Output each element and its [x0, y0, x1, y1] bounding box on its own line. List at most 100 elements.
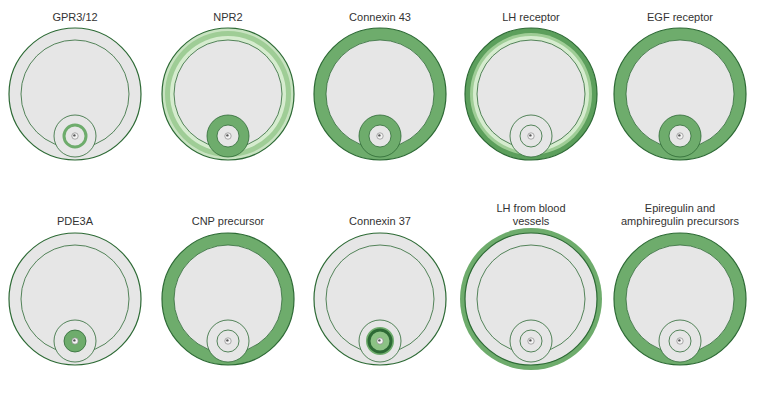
follicle: CNP precursor [148, 190, 308, 390]
follicle-drawing [451, 14, 611, 174]
antrum [477, 40, 585, 148]
oocyte [217, 330, 239, 352]
oocyte [520, 330, 542, 352]
mural-granulosa [314, 28, 446, 160]
nucleolus [73, 339, 75, 341]
follicle-drawing [0, 219, 155, 379]
follicle-title: NPR2 [213, 11, 242, 24]
cumulus-cells [510, 115, 552, 157]
oocyte-nucleus [677, 338, 683, 344]
follicle-title: LH from blood vessels [486, 202, 576, 228]
nucleolus [378, 339, 380, 341]
mural-granulosa [314, 233, 446, 365]
follicle: PDE3A [0, 190, 155, 390]
follicle-drawing [0, 14, 155, 174]
mural-granulosa [170, 36, 286, 152]
cumulus-cells [359, 115, 401, 157]
follicle-drawing [300, 14, 460, 174]
nucleolus [226, 134, 228, 136]
cumulus-cells [54, 320, 96, 362]
title-box: EGF receptor [600, 2, 757, 24]
follicle-drawing [300, 219, 460, 379]
nucleolus [226, 339, 228, 341]
oocyte [64, 330, 86, 352]
nucleolus [529, 339, 531, 341]
follicle-title: PDE3A [57, 215, 93, 228]
oocyte [669, 330, 691, 352]
mural-granulosa [9, 233, 141, 365]
oocyte [369, 330, 391, 352]
title-box: Connexin 37 [300, 194, 460, 228]
nucleolus [678, 134, 680, 136]
title-box: NPR2 [148, 2, 308, 24]
title-box: PDE3A [0, 194, 155, 228]
cumulus-cells [207, 115, 249, 157]
follicle: Epiregulin and amphiregulin precursors [600, 190, 757, 390]
title-box: CNP precursor [148, 194, 308, 228]
mural-granulosa [473, 36, 589, 152]
oocyte-nucleus [72, 133, 78, 139]
mural-granulosa [9, 28, 141, 160]
follicle-drawing [148, 219, 308, 379]
follicle-title: CNP precursor [192, 215, 265, 228]
oocyte-nucleus [225, 338, 231, 344]
nucleolus [73, 134, 75, 136]
follicle-drawing [600, 14, 757, 174]
gap-junction-ring [368, 329, 393, 354]
follicle-drawing [600, 219, 757, 379]
follicle-title: GPR3/12 [52, 11, 97, 24]
oocyte-nucleus [225, 133, 231, 139]
oocyte [64, 125, 86, 147]
follicle: Connexin 37 [300, 190, 460, 390]
cumulus-cells [659, 320, 701, 362]
follicle-title: EGF receptor [647, 11, 713, 24]
antrum [326, 40, 434, 148]
mural-granulosa [465, 233, 597, 365]
title-box: LH from blood vessels [451, 194, 611, 228]
oocyte [217, 125, 239, 147]
blood-vessel-layer [460, 228, 602, 370]
follicle-title: Connexin 43 [349, 11, 411, 24]
cumulus-cells [54, 115, 96, 157]
antrum [21, 40, 129, 148]
nucleolus [378, 134, 380, 136]
mural-granulosa [614, 28, 746, 160]
mural-granulosa [470, 33, 592, 155]
oocyte-nucleus [528, 133, 534, 139]
oocyte [369, 125, 391, 147]
antrum [21, 245, 129, 353]
follicle-title: LH receptor [502, 11, 559, 24]
antrum [477, 245, 585, 353]
cumulus-cells [510, 320, 552, 362]
mural-granulosa [162, 28, 294, 160]
antrum [626, 40, 734, 148]
title-box: Connexin 43 [300, 2, 460, 24]
follicle: LH from blood vessels [451, 190, 611, 390]
mural-granulosa [614, 233, 746, 365]
title-box: LH receptor [451, 2, 611, 24]
follicle: NPR2 [148, 0, 308, 200]
follicle: Connexin 43 [300, 0, 460, 200]
antrum [626, 245, 734, 353]
mural-granulosa [162, 233, 294, 365]
oocyte-nucleus [528, 338, 534, 344]
oocyte-nucleus [377, 133, 383, 139]
antrum [174, 40, 282, 148]
title-box: GPR3/12 [0, 2, 155, 24]
follicle: EGF receptor [600, 0, 757, 200]
oocyte [520, 125, 542, 147]
oocyte-nucleus [377, 338, 383, 344]
follicle-title: Connexin 37 [349, 215, 411, 228]
cumulus-cells [659, 115, 701, 157]
follicle-title: Epiregulin and amphiregulin precursors [616, 202, 744, 228]
follicle: GPR3/12 [0, 0, 155, 200]
mural-granulosa [165, 31, 291, 157]
oocyte-nucleus [677, 133, 683, 139]
oocyte-nucleus [72, 338, 78, 344]
nucleolus [678, 339, 680, 341]
oocyte [669, 125, 691, 147]
cumulus-cells [207, 320, 249, 362]
title-box: Epiregulin and amphiregulin precursors [600, 194, 757, 228]
nucleolus [529, 134, 531, 136]
antrum [326, 245, 434, 353]
